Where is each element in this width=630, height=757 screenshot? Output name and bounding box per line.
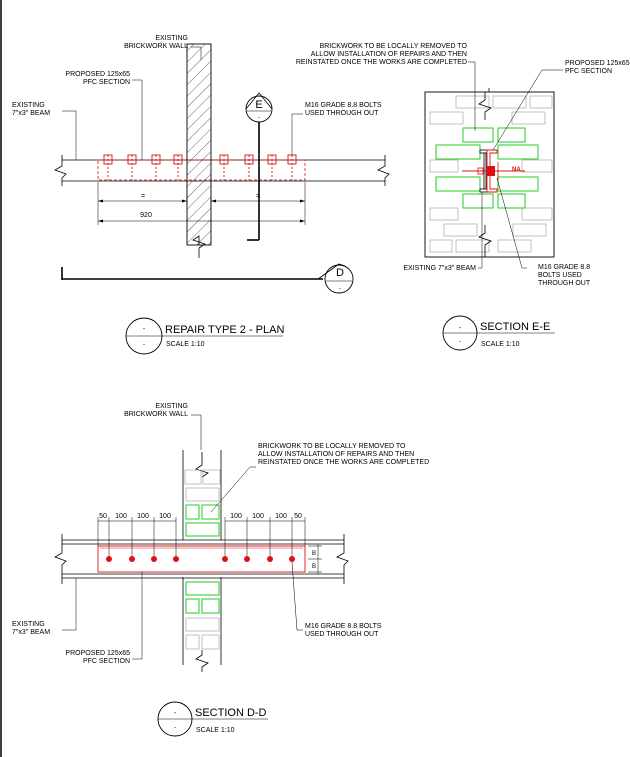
section-dd-side-dim-1: B	[312, 551, 316, 557]
section-dd-dim-5: 100	[230, 513, 242, 520]
section-dd-beam	[54, 534, 349, 584]
section-ee-beam-leader	[478, 192, 483, 269]
section-ee-bolts-label-2: BOLTS USED	[538, 272, 582, 279]
section-ee-bolt	[462, 162, 525, 180]
section-dd-title-block	[157, 701, 268, 737]
plan-beam-label-1: EXISTING	[12, 102, 45, 109]
section-dd-title: SECTION D-D	[195, 707, 267, 719]
section-dd-bolts-label-1: M16 GRADE 8.8 BOLTS	[305, 623, 382, 630]
section-dd-beam-leader	[62, 578, 77, 631]
section-dd-beam-label-1: EXISTING	[12, 621, 45, 628]
section-dd-dim-3: 100	[137, 513, 149, 520]
section-d-ref: -	[339, 286, 341, 292]
plan-title: REPAIR TYPE 2 - PLAN	[165, 324, 284, 336]
section-dd-scale: SCALE 1:10	[196, 727, 235, 734]
section-marker-d	[61, 263, 354, 294]
section-ee-pfc-leader	[492, 69, 563, 151]
plan-title-number: -	[143, 326, 146, 333]
section-ee-pfc-label-1: PROPOSED 125x65	[565, 60, 630, 67]
plan-brick-wall	[186, 43, 212, 246]
section-ee-na-label: NA	[512, 167, 521, 173]
section-ee-pfc	[486, 149, 498, 193]
section-dd-title-number: -	[174, 710, 177, 717]
section-dd-wall-below	[182, 577, 222, 672]
section-dd-dim-6: 100	[252, 513, 264, 520]
plan-bolts-leader	[291, 113, 303, 155]
section-ee-beam-label: EXISTING 7"x3" BEAM	[403, 265, 476, 272]
section-dd-dim-7: 100	[275, 513, 287, 520]
plan-pfc-label-1: PROPOSED 125x65	[65, 71, 130, 78]
section-ee-bolts-label-3: THROUGH OUT	[538, 280, 591, 287]
section-ee-title-block	[442, 315, 555, 351]
plan-bolts-label-2: USED THROUGH OUT	[305, 110, 379, 117]
section-e-letter: E	[255, 99, 262, 111]
plan-pfc-section	[97, 159, 306, 181]
section-dd-side-dim-2: B	[312, 564, 316, 570]
section-dd-wall-label-2: BRICKWORK WALL	[124, 411, 188, 418]
section-dd-note-leader	[210, 466, 256, 513]
plan-dim-eq-right: =	[256, 193, 260, 200]
section-ee-note-1: BRICKWORK TO BE LOCALLY REMOVED TO	[320, 43, 468, 50]
plan-title-block	[125, 317, 283, 355]
plan-view: = = 920 EXISTING BRICKWORK WALL PROPOSED…	[12, 35, 390, 355]
section-dd-beam-label-2: 7"x3" BEAM	[12, 629, 50, 636]
section-e-ref: -	[258, 115, 260, 121]
plan-dim-eq-left: =	[141, 193, 145, 200]
plan-beam-label-2: 7"x3" BEAM	[12, 110, 50, 117]
section-ee-bricks	[429, 95, 553, 253]
section-dd-title-sheet: -	[174, 725, 176, 731]
plan-wall-leader	[191, 46, 202, 60]
section-dd-pfc-leader	[132, 572, 143, 660]
section-ee-title-sheet: -	[459, 339, 461, 345]
plan-wall-label-2: BRICKWORK WALL	[124, 43, 188, 50]
section-ee-view: NA BRICKWORK TO BE LOCALLY REMOVED TO AL…	[296, 43, 630, 351]
plan-dimensions	[97, 182, 306, 225]
section-dd-pfc	[97, 545, 306, 573]
section-ee-title-number: -	[459, 325, 462, 332]
plan-scale: SCALE 1:10	[166, 341, 205, 348]
section-ee-note-3: REINSTATED ONCE THE WORKS ARE COMPLETED	[296, 59, 467, 66]
plan-pfc-label-2: PFC SECTION	[83, 79, 130, 86]
section-dd-dim-2: 100	[115, 513, 127, 520]
section-dd-dim-1: 50	[99, 513, 107, 520]
plan-bolts	[103, 154, 297, 180]
section-ee-bolts-label-1: M16 GRADE 8.8	[538, 264, 590, 271]
plan-bolts-label-1: M16 GRADE 8.8 BOLTS	[305, 102, 382, 109]
plan-pfc-leader	[132, 79, 143, 160]
section-dd-dim-4: 100	[159, 513, 171, 520]
plan-beam-leader	[62, 110, 77, 160]
plan-title-sheet: -	[143, 342, 145, 348]
section-dd-wall-above	[182, 450, 222, 540]
section-d-letter: D	[336, 267, 344, 279]
section-dd-pfc-label-1: PROPOSED 125x65	[65, 650, 130, 657]
section-dd-wall-leader	[191, 414, 202, 450]
section-dd-wall-label-1: EXISTING	[155, 403, 188, 410]
plan-wall-label-1: EXISTING	[155, 35, 188, 42]
section-ee-bolts-leader	[496, 177, 527, 269]
plan-wall-break	[192, 235, 206, 258]
section-dd-bolts	[106, 556, 295, 562]
section-dd-dim-lines	[97, 517, 322, 574]
section-ee-scale: SCALE 1:10	[481, 341, 520, 348]
section-dd-note-1: BRICKWORK TO BE LOCALLY REMOVED TO	[258, 443, 406, 450]
section-dd-note-3: REINSTATED ONCE THE WORKS ARE COMPLETED	[258, 459, 429, 466]
plan-dim-overall: 920	[140, 212, 152, 219]
section-dd-pfc-label-2: PFC SECTION	[83, 658, 130, 665]
section-ee-note-2: ALLOW INSTALLATION OF REPAIRS AND THEN	[311, 51, 467, 58]
section-marker-e	[245, 92, 273, 241]
section-dd-bolts-leader	[291, 561, 303, 631]
section-dd-dim-8: 50	[294, 513, 302, 520]
section-dd-view: 50 100 100 100 100 100 100 50 B B EXISTI…	[12, 403, 429, 737]
section-ee-pfc-label-2: PFC SECTION	[565, 68, 612, 75]
section-ee-title: SECTION E-E	[480, 321, 550, 333]
section-dd-bolts-label-2: USED THROUGH OUT	[305, 631, 379, 638]
section-dd-note-2: ALLOW INSTALLATION OF REPAIRS AND THEN	[258, 451, 414, 458]
section-ee-note-leader	[468, 61, 476, 131]
